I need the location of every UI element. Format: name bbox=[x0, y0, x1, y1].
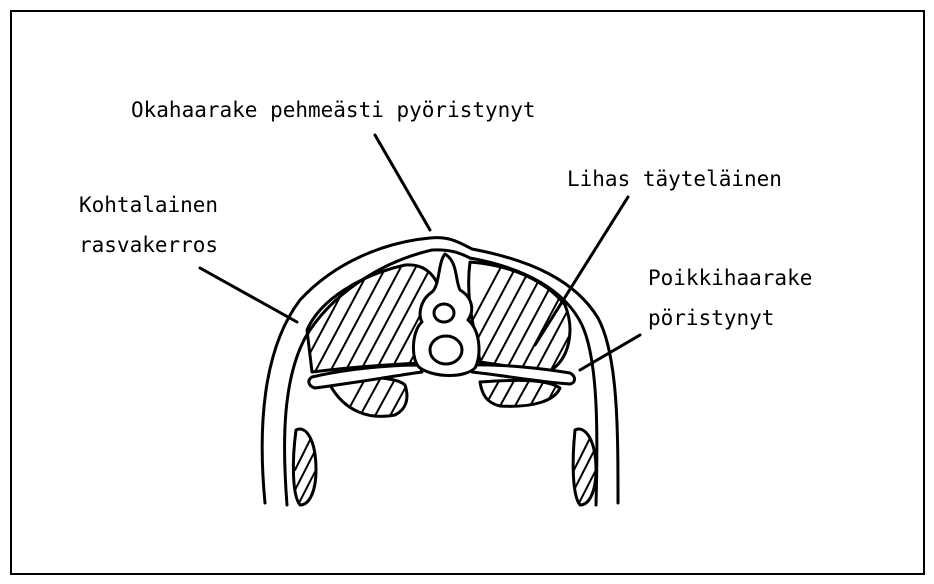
label-transverse-line2: pöristynyt bbox=[648, 298, 812, 338]
label-fat-line2: rasvakerros bbox=[79, 225, 218, 265]
label-transverse-process: Poikkihaarake pöristynyt bbox=[648, 258, 812, 338]
label-transverse-line1: Poikkihaarake bbox=[648, 258, 812, 298]
label-fat-layer: Kohtalainen rasvakerros bbox=[79, 185, 218, 265]
label-fat-line1: Kohtalainen bbox=[79, 185, 218, 225]
label-muscle: Lihas täyteläinen bbox=[567, 169, 782, 190]
leader-spinous bbox=[375, 135, 430, 230]
leader-fat bbox=[200, 268, 297, 322]
label-spinous-process: Okahaarake pehmeästi pyöristynyt bbox=[131, 100, 536, 121]
